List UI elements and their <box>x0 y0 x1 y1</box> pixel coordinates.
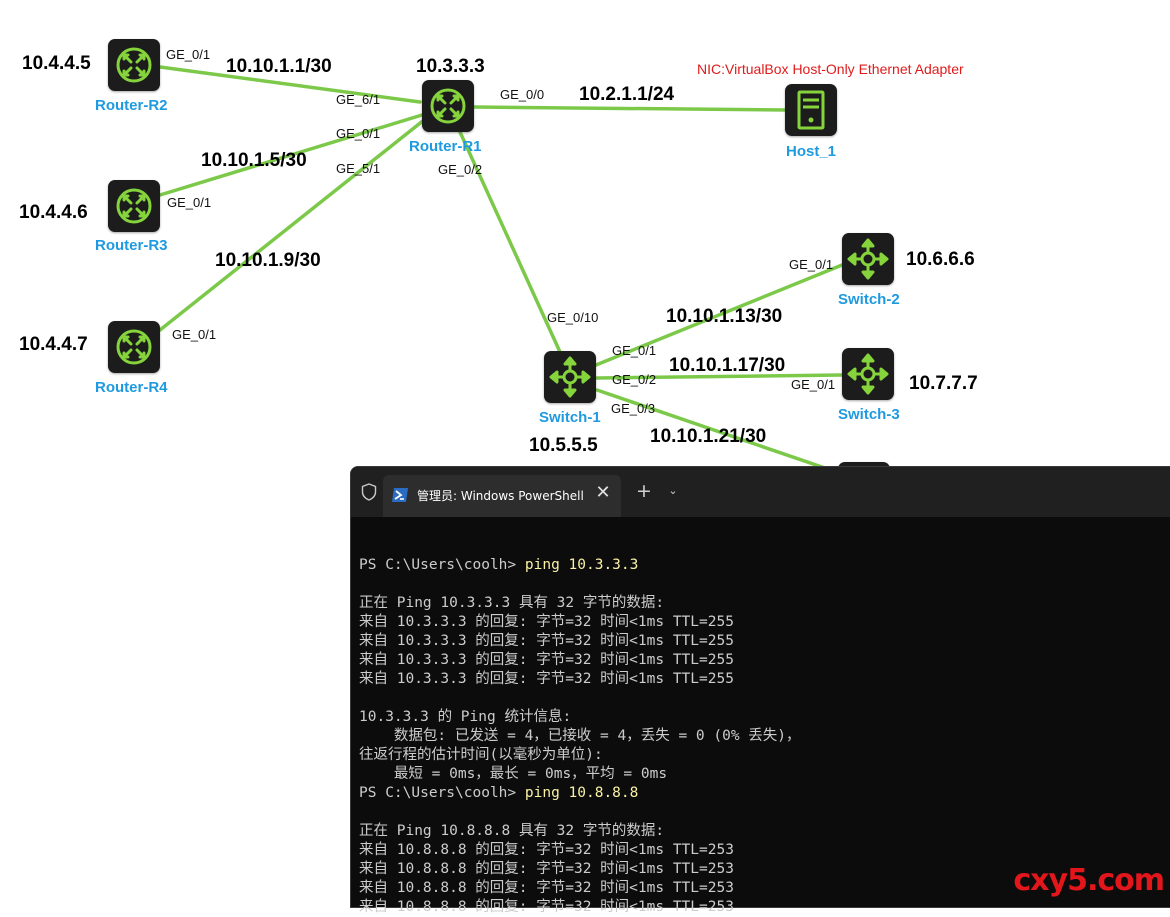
router-r2[interactable] <box>108 39 160 91</box>
port-sw1-ge01: GE_0/1 <box>612 343 657 358</box>
router-icon <box>116 329 152 365</box>
terminal-output[interactable]: PS C:\Users\coolh> ping 10.3.3.3 正在 Ping … <box>359 537 1170 915</box>
terminal-output-line: 来自 10.8.8.8 的回复: 字节=32 时间<1ms TTL=253 <box>359 861 734 877</box>
terminal-output-line: 来自 10.8.8.8 的回复: 字节=32 时间<1ms TTL=253 <box>359 899 734 915</box>
link-r4-r1-subnet: 10.10.1.9/30 <box>215 250 321 271</box>
port-r3-ge01: GE_0/1 <box>167 195 212 210</box>
terminal-blank-line <box>359 803 1170 822</box>
link-r2-r1-subnet: 10.10.1.1/30 <box>226 56 332 77</box>
switch-icon <box>847 353 889 395</box>
terminal-command-line: PS C:\Users\coolh> ping 10.8.8.8 <box>359 784 1170 803</box>
link-sw1-sw2-subnet: 10.10.1.13/30 <box>666 306 783 327</box>
router-r3-ip: 10.4.4.6 <box>19 202 88 223</box>
link-r3-r1-subnet: 10.10.1.5/30 <box>201 150 307 171</box>
tab-powershell[interactable]: 管理员: Windows PowerShell ✕ <box>383 475 621 517</box>
switch-2[interactable] <box>842 233 894 285</box>
switch-3-ip: 10.7.7.7 <box>909 373 978 394</box>
router-icon <box>116 188 152 224</box>
switch-1-ip: 10.5.5.5 <box>529 435 598 456</box>
terminal-blank-line <box>359 537 1170 556</box>
router-r4[interactable] <box>108 321 160 373</box>
terminal-output-line: 来自 10.3.3.3 的回复: 字节=32 时间<1ms TTL=255 <box>359 633 734 649</box>
host-1-nic-label: NIC:VirtualBox Host-Only Ethernet Adapte… <box>697 61 964 77</box>
switch-icon <box>549 356 591 398</box>
terminal-command: ping 10.3.3.3 <box>524 557 639 573</box>
link-sw1-sw3[interactable] <box>595 373 844 380</box>
router-r1[interactable] <box>422 80 474 132</box>
port-sw3-ge01: GE_0/1 <box>791 377 836 392</box>
switch-3-name: Switch-3 <box>838 406 900 423</box>
router-r3-name: Router-R3 <box>95 237 168 254</box>
router-icon <box>430 88 466 124</box>
port-sw1-ge010: GE_0/10 <box>547 310 599 325</box>
link-sw1-sw4[interactable] <box>595 388 862 482</box>
router-icon <box>116 47 152 83</box>
host-1-name: Host_1 <box>786 143 837 160</box>
watermark: cxy5.com <box>1013 863 1165 898</box>
switch-1[interactable] <box>544 351 596 403</box>
port-r1-ge61: GE_6/1 <box>336 92 381 107</box>
switch-2-name: Switch-2 <box>838 291 900 308</box>
router-r1-name: Router-R1 <box>409 138 482 155</box>
terminal-output-line: 10.3.3.3 的 Ping 统计信息: <box>359 709 572 725</box>
terminal-output-line: 数据包: 已发送 = 4，已接收 = 4，丢失 = 0 (0% 丢失)， <box>359 728 801 744</box>
terminal-output-line: 来自 10.8.8.8 的回复: 字节=32 时间<1ms TTL=253 <box>359 880 734 896</box>
port-sw1-ge02: GE_0/2 <box>612 372 657 387</box>
new-tab-button[interactable]: + <box>636 480 652 502</box>
router-r2-ip: 10.4.4.5 <box>22 53 91 74</box>
switch-icon <box>847 238 889 280</box>
link-sw1-sw2[interactable] <box>594 263 844 367</box>
switch-3[interactable] <box>842 348 894 400</box>
router-r1-ip: 10.3.3.3 <box>416 56 485 77</box>
terminal-blank-line <box>359 689 1170 708</box>
port-sw2-ge01: GE_0/1 <box>789 257 834 272</box>
router-r4-name: Router-R4 <box>95 379 168 396</box>
link-r1-sw1[interactable] <box>458 130 562 354</box>
terminal-output-line: 最短 = 0ms，最长 = 0ms，平均 = 0ms <box>359 766 668 782</box>
terminal-output-line: 来自 10.3.3.3 的回复: 字节=32 时间<1ms TTL=255 <box>359 671 734 687</box>
port-sw1-ge03: GE_0/3 <box>611 401 656 416</box>
link-r1-host1[interactable] <box>472 105 787 112</box>
port-r2-ge01: GE_0/1 <box>166 47 211 62</box>
terminal-output-line: 正在 Ping 10.3.3.3 具有 32 字节的数据: <box>359 595 665 611</box>
port-r4-ge01: GE_0/1 <box>172 327 217 342</box>
port-r1-ge00: GE_0/0 <box>500 87 545 102</box>
link-sw1-sw3-subnet: 10.10.1.17/30 <box>669 355 786 376</box>
terminal-output-line: 来自 10.3.3.3 的回复: 字节=32 时间<1ms TTL=255 <box>359 614 734 630</box>
port-r1-ge01: GE_0/1 <box>336 126 381 141</box>
terminal-prompt: PS C:\Users\coolh> <box>359 557 525 573</box>
terminal-command: ping 10.8.8.8 <box>524 785 639 801</box>
terminal-tab-bar: 管理员: Windows PowerShell ✕ + ⌄ <box>351 467 1170 517</box>
close-icon[interactable]: ✕ <box>595 482 611 503</box>
terminal-blank-line <box>359 575 1170 594</box>
powershell-window[interactable]: 管理员: Windows PowerShell ✕ + ⌄ PS C:\User… <box>350 466 1170 915</box>
tab-title: 管理员: Windows PowerShell <box>417 489 584 503</box>
terminal-output-line: 往返行程的估计时间(以毫秒为单位): <box>359 747 603 763</box>
chevron-down-icon[interactable]: ⌄ <box>668 484 678 497</box>
link-r3-r1[interactable] <box>158 113 424 197</box>
port-r1-ge51: GE_5/1 <box>336 161 381 176</box>
router-r2-name: Router-R2 <box>95 97 168 114</box>
terminal-output-line: 来自 10.8.8.8 的回复: 字节=32 时间<1ms TTL=253 <box>359 842 734 858</box>
terminal-output-line: 正在 Ping 10.8.8.8 具有 32 字节的数据: <box>359 823 665 839</box>
router-r4-ip: 10.4.4.7 <box>19 334 88 355</box>
terminal-command-line: PS C:\Users\coolh> ping 10.3.3.3 <box>359 556 1170 575</box>
switch-2-ip: 10.6.6.6 <box>906 249 975 270</box>
link-r4-r1[interactable] <box>158 118 426 332</box>
switch-1-name: Switch-1 <box>539 409 601 426</box>
router-r3[interactable] <box>108 180 160 232</box>
link-sw1-sw4-subnet: 10.10.1.21/30 <box>650 426 767 447</box>
port-r1-ge02: GE_0/2 <box>438 162 483 177</box>
host-1[interactable] <box>785 84 837 136</box>
powershell-icon <box>392 488 408 502</box>
terminal-prompt: PS C:\Users\coolh> <box>359 785 525 801</box>
link-r1-host1-subnet: 10.2.1.1/24 <box>579 84 675 105</box>
shield-icon <box>361 483 377 501</box>
server-icon <box>797 90 825 130</box>
terminal-output-line: 来自 10.3.3.3 的回复: 字节=32 时间<1ms TTL=255 <box>359 652 734 668</box>
link-r2-r1[interactable] <box>158 65 422 104</box>
